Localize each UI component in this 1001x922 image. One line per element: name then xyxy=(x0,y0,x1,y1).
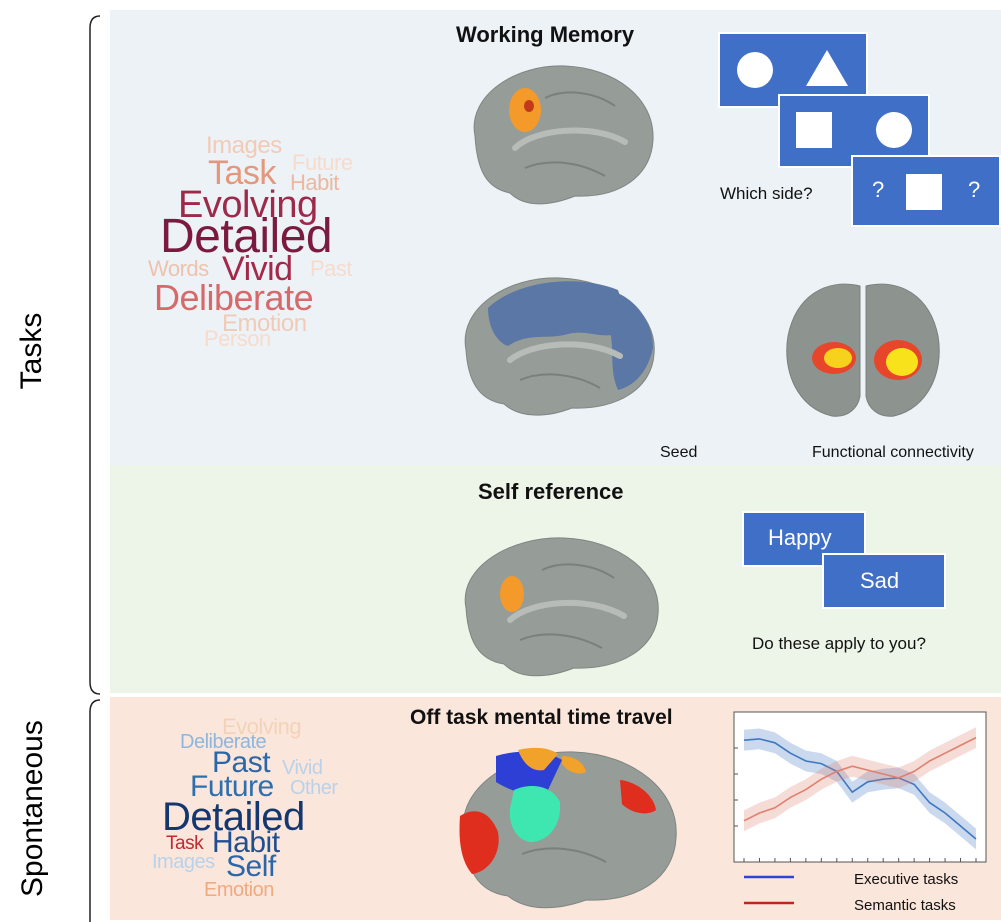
legend-executive-line xyxy=(744,875,794,879)
wordcloud-word: Future xyxy=(190,770,274,803)
wordcloud-word: Images xyxy=(152,851,215,873)
working-memory-title: Working Memory xyxy=(456,22,635,47)
wordcloud-word: Task xyxy=(166,833,204,854)
self-reference-question: Do these apply to you? xyxy=(752,634,926,653)
seed-label: Seed xyxy=(660,444,698,461)
off-task-line-chart xyxy=(733,711,987,863)
wordcloud-word: Deliberate xyxy=(180,731,267,753)
wordcloud-word: Past xyxy=(310,256,353,281)
wordcloud-word: Habit xyxy=(290,170,339,195)
square-shape-icon xyxy=(796,112,832,148)
sad-word: Sad xyxy=(860,568,900,593)
wordcloud-word: Self xyxy=(226,850,276,883)
wordcloud-word: Detailed xyxy=(160,210,333,263)
tasks-label: Tasks xyxy=(15,312,48,390)
wordcloud-word: Words xyxy=(148,256,209,281)
wordcloud-word: Other xyxy=(290,777,338,799)
wordcloud-word: Vivid xyxy=(222,250,293,288)
legend-semantic-line xyxy=(744,901,794,905)
legend-executive-label: Executive tasks xyxy=(854,871,959,888)
legend-semantic-label: Semantic tasks xyxy=(854,897,956,914)
wordcloud-word: Task xyxy=(208,154,276,192)
brain-medial-working-memory xyxy=(473,65,654,205)
spontaneous-bracket xyxy=(89,699,101,922)
wordcloud-word: Vivid xyxy=(282,757,323,779)
wordcloud-word: Emotion xyxy=(204,879,274,901)
wordcloud-word: Future xyxy=(292,150,353,175)
tasks-bracket xyxy=(89,15,101,695)
wm-question-mark-right: ? xyxy=(968,177,981,202)
spontaneous-label: Spontaneous xyxy=(16,720,49,897)
square-shape-icon xyxy=(906,174,942,210)
circle-shape-icon xyxy=(876,112,912,148)
happy-word: Happy xyxy=(768,525,832,550)
series-line-0 xyxy=(743,738,977,840)
brain-medial-off-task xyxy=(459,747,677,909)
wordcloud-word: Evolving xyxy=(222,714,302,739)
brain-functional-connectivity-map xyxy=(786,283,940,417)
wordcloud-word: Habit xyxy=(212,826,280,859)
circle-shape-icon xyxy=(737,52,773,88)
wordcloud-word: Deliberate xyxy=(154,277,314,318)
sad-card xyxy=(822,553,946,609)
brain-medial-self-reference xyxy=(464,537,659,677)
functional-connectivity-label: Functional connectivity xyxy=(812,444,974,461)
wm-question: Which side? xyxy=(720,184,813,203)
wordcloud-word: Images xyxy=(206,132,282,159)
series-line-1 xyxy=(743,736,977,822)
wordcloud-word: Evolving xyxy=(178,184,318,226)
wm-question-mark-left: ? xyxy=(872,177,885,202)
wordcloud-word: Person xyxy=(204,326,271,351)
wordcloud-word: Past xyxy=(212,746,271,779)
off-task-title: Off task mental time travel xyxy=(410,706,673,729)
brain-seed-map xyxy=(464,277,655,416)
triangle-shape-icon xyxy=(806,50,848,86)
wordcloud-word: Emotion xyxy=(222,310,307,337)
wordcloud-word: Detailed xyxy=(162,795,305,839)
self-reference-title: Self reference xyxy=(478,479,624,504)
